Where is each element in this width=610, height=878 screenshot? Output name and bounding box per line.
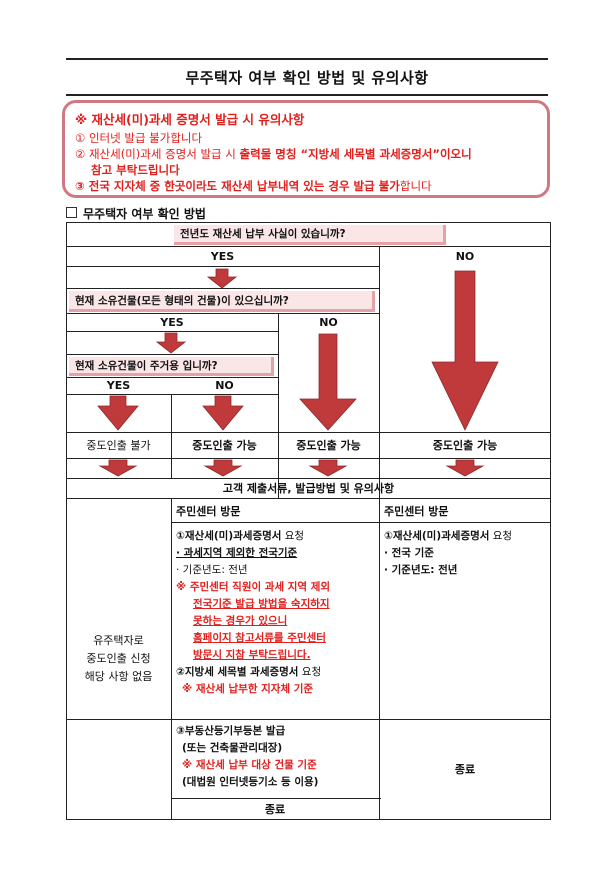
q3-no-label: NO	[215, 379, 234, 392]
q2-no-label: NO	[319, 315, 338, 329]
section-title-text: 무주택자 여부 확인 방법	[83, 207, 206, 221]
q3-yes-label: YES	[106, 379, 131, 392]
question-3: 현재 소유건물이 주거용 입니까?	[69, 357, 274, 376]
a-note-3: 못하는 경우가 있으니	[176, 613, 330, 630]
a-item3-l1: (또는 건축물관리대장)	[182, 742, 283, 754]
a-note-5-text: 방문시 지참 부탁드립니다.	[193, 649, 311, 661]
a-note-2-text: 전국기준 발급 방법을 숙지하지	[193, 598, 330, 610]
result-4: 중도인출 가능	[432, 439, 498, 452]
a-item2-title: ②지방세 세목별 과세증명서	[176, 666, 299, 678]
a-item1-title: ①재산세(미)과세증명서	[176, 530, 282, 542]
end-b: 종료	[454, 763, 476, 776]
left-label-line-2: 중도인출 신청	[86, 651, 151, 665]
arrow-down-icon	[155, 332, 187, 354]
caution-heading: ※ 재산세(미)과세 증명서 발급 시 유의사항	[75, 112, 305, 127]
caution-item-3: ③ 전국 지자체 중 한곳이라도 재산세 납부내역 있는 경우 발급 불가합니다	[75, 178, 537, 194]
col-b-header: 주민센터 방문	[384, 505, 449, 518]
a-note-5: 방문시 지참 부탁드립니다.	[176, 647, 330, 664]
a-note-1: ※ 주민센터 직원이 과세 지역 제외	[176, 581, 331, 593]
col-a-header: 주민센터 방문	[176, 505, 241, 518]
arrow-down-icon	[202, 395, 244, 431]
a-item2: ②지방세 세목별 과세증명서 요청	[176, 664, 330, 681]
caution-item-2-prefix: ② 재산세(미)과세 증명서 발급 시	[75, 147, 240, 161]
arrow-down-icon	[445, 459, 485, 477]
result-2: 중도인출 가능	[192, 439, 257, 452]
caution-item-2-cont-text: 참고 부탁드립니다	[91, 163, 180, 177]
a-note-2: 전국기준 발급 방법을 숙지하지	[176, 596, 330, 613]
a-item2-note: ※ 재산세 납부한 지자체 기준	[182, 683, 314, 695]
a-item3-l2: (대법원 인터넷등기소 등 이용)	[182, 776, 319, 788]
a-item3-content: ③부동산등기부등본 발급 (또는 건축물관리대장) ※ 재산세 납부 대상 건물…	[176, 723, 318, 791]
section-title: 무주택자 여부 확인 방법	[66, 205, 206, 222]
caution-item-2-bold: 출력물 명칭 “지방세 세목별 과세증명서”이오니	[239, 147, 472, 161]
a-item1-l1: · 과세지역 제외한 전국기준	[176, 545, 330, 562]
a-item1-l1-text: · 과세지역 제외한 전국기준	[176, 547, 298, 559]
a-item1: ①재산세(미)과세증명서 요청	[176, 528, 330, 545]
flow-arrows	[97, 268, 499, 477]
a-item2-req: 요청	[298, 666, 322, 678]
a-item1-req: 요청	[281, 530, 305, 542]
b-item1: ①재산세(미)과세증명서 요청	[384, 528, 512, 545]
checkbox-icon	[66, 207, 77, 218]
left-label: 유주택자로 중도인출 신청 해당 사항 없음	[66, 498, 171, 819]
page-title: 무주택자 여부 확인 방법 및 유의사항	[185, 68, 429, 87]
arrow-down-icon	[98, 459, 138, 477]
question-1: 전년도 재산세 납부 사실이 있습니까?	[174, 225, 446, 245]
arrow-down-icon	[431, 270, 499, 431]
result-3: 중도인출 가능	[296, 439, 361, 452]
b-item1-l1: · 전국 기준	[384, 547, 434, 559]
caution-item-2: ② 재산세(미)과세 증명서 발급 시 출력물 명칭 “지방세 세목별 과세증명…	[75, 146, 537, 162]
left-label-line-3: 해당 사항 없음	[84, 669, 153, 683]
title-bar: 무주택자 여부 확인 방법 및 유의사항	[66, 58, 548, 96]
b-item1-title: ①재산세(미)과세증명서	[384, 530, 490, 542]
a-item3-title: ③부동산등기부등본 발급	[176, 725, 286, 737]
caution-item-1: ① 인터넷 발급 불가합니다	[75, 131, 203, 145]
question-2: 현재 소유건물(모든 형태의 건물)이 있으십니까?	[69, 291, 375, 312]
b-item1-req: 요청	[489, 530, 513, 542]
col-a-content: ①재산세(미)과세증명서 요청 · 과세지역 제외한 전국기준 · 기준년도: …	[176, 528, 330, 698]
a-note-4-text: 홈페이지 참고서류를 주민센터	[193, 632, 326, 644]
arrow-down-icon	[203, 459, 243, 477]
arrow-down-icon	[299, 333, 357, 431]
arrow-down-icon	[97, 395, 139, 431]
a-item1-l2: · 기준년도: 전년	[176, 564, 248, 576]
a-note-3-text: 못하는 경우가 있으니	[193, 615, 288, 627]
q1-yes-label: YES	[210, 249, 235, 263]
result-1: 중도인출 불가	[86, 439, 151, 452]
flow-chart: 전년도 재산세 납부 사실이 있습니까? YES NO 현재 소유건물(모든 형…	[66, 222, 551, 820]
q2-yes-label: YES	[160, 315, 184, 329]
caution-item-2-cont: 참고 부탁드립니다	[75, 162, 537, 178]
arrow-down-icon	[206, 268, 238, 289]
left-label-line-1: 유주택자로	[93, 633, 144, 647]
a-item3-note: ※ 재산세 납부 대상 건물 기준	[182, 759, 317, 771]
q1-no-label: NO	[455, 249, 475, 263]
arrow-down-icon	[308, 459, 348, 477]
end-a: 종료	[264, 802, 286, 816]
col-b-content: ①재산세(미)과세증명서 요청 · 전국 기준 · 기준년도: 전년	[384, 528, 512, 579]
caution-item-3-suffix: 합니다	[399, 179, 432, 193]
a-note-4: 홈페이지 참고서류를 주민센터	[176, 630, 330, 647]
caution-item-3-bold: ③ 전국 지자체 중 한곳이라도 재산세 납부내역 있는 경우 발급 불가	[75, 179, 400, 193]
b-item1-l2: · 기준년도: 전년	[384, 564, 458, 576]
docs-header: 고객 제출서류, 발급방법 및 유의사항	[222, 482, 395, 495]
caution-box: ※ 재산세(미)과세 증명서 발급 시 유의사항 ① 인터넷 발급 불가합니다 …	[62, 100, 550, 198]
